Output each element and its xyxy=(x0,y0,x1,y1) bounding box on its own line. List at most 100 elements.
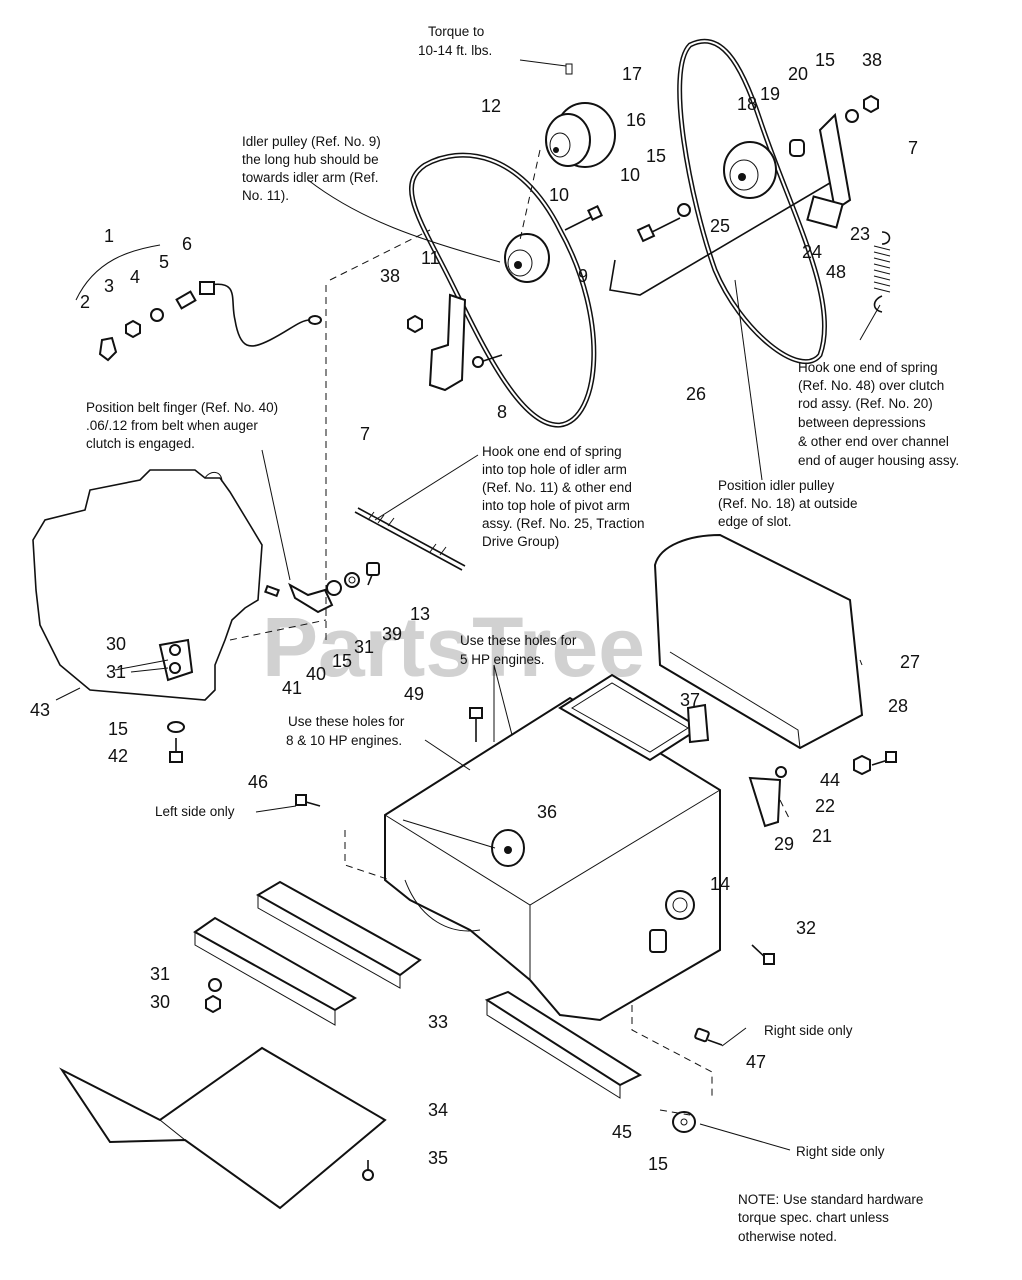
callout-3: 3 xyxy=(104,276,114,296)
note-position-idler-18: Position idler pulley (Ref. No. 18) at o… xyxy=(718,478,858,529)
bracket-23 xyxy=(806,195,844,229)
callout-18: 18 xyxy=(737,94,757,114)
callout-45: 45 xyxy=(612,1122,632,1142)
callout-41: 41 xyxy=(282,678,302,698)
callout-7-left: 7 xyxy=(360,424,370,444)
callout-13: 13 xyxy=(410,604,430,624)
svg-text:10-14 ft. lbs.: 10-14 ft. lbs. xyxy=(418,43,492,58)
callout-29: 29 xyxy=(774,834,794,854)
idler-arm-11 xyxy=(428,293,467,392)
callout-35: 35 xyxy=(428,1148,448,1168)
callout-15-top-left: 15 xyxy=(646,146,666,166)
leader-lines xyxy=(55,59,881,1151)
note-belt-finger: Position belt finger (Ref. No. 40) .06/.… xyxy=(86,400,278,451)
bolt-22 xyxy=(775,766,787,778)
svg-text:(Ref. No. 18) at outside: (Ref. No. 18) at outside xyxy=(718,496,858,511)
nut-31-bottom xyxy=(208,978,222,992)
bolt-35 xyxy=(362,1160,374,1181)
svg-text:NOTE: Use standard hardware: NOTE: Use standard hardware xyxy=(738,1192,923,1207)
callout-31-engine: 31 xyxy=(106,662,126,682)
callout-27: 27 xyxy=(900,652,920,672)
svg-text:Drive Group): Drive Group) xyxy=(482,534,559,549)
callout-43: 43 xyxy=(30,700,50,720)
note-torque: Torque to 10-14 ft. lbs. xyxy=(418,24,492,58)
callout-30-engine: 30 xyxy=(106,634,126,654)
auger-housing-29 xyxy=(384,673,721,1022)
idler-pulley-18 xyxy=(723,141,777,199)
callout-2: 2 xyxy=(80,292,90,312)
note-right-side-only-47: Right side only xyxy=(764,1023,853,1038)
callout-22: 22 xyxy=(815,796,835,816)
washer-15-bottom xyxy=(672,1111,696,1133)
svg-text:Hook one end of spring: Hook one end of spring xyxy=(482,444,622,459)
svg-text:Use these holes for: Use these holes for xyxy=(288,714,405,729)
idler-pulley-9 xyxy=(504,233,550,283)
pin-41 xyxy=(264,584,280,598)
bolt-28 xyxy=(871,751,897,766)
callout-47: 47 xyxy=(746,1052,766,1072)
plate-21 xyxy=(748,776,782,828)
note-torque-spec: NOTE: Use standard hardware torque spec.… xyxy=(738,1192,923,1244)
callout-10-left: 10 xyxy=(549,185,569,205)
bolt-39 xyxy=(366,562,380,586)
callout-16: 16 xyxy=(626,110,646,130)
strap-45 xyxy=(484,990,643,1099)
callout-31-mid: 31 xyxy=(354,637,374,657)
spring-48 xyxy=(873,231,891,313)
bolt-49 xyxy=(469,707,483,742)
callout-4: 4 xyxy=(130,267,140,287)
clutch-rod-assy-20 xyxy=(609,112,852,296)
callout-15-engine: 15 xyxy=(108,719,128,739)
callout-8: 8 xyxy=(497,402,507,422)
callout-15-bottom: 15 xyxy=(648,1154,668,1174)
belt-cover-27 xyxy=(653,533,864,750)
pin-17 xyxy=(565,63,573,75)
callout-48: 48 xyxy=(826,262,846,282)
svg-text:(Ref. No. 11) & other end: (Ref. No. 11) & other end xyxy=(482,480,632,495)
svg-text:Use these holes for: Use these holes for xyxy=(460,633,577,648)
svg-text:towards idler arm (Ref.: towards idler arm (Ref. xyxy=(242,170,379,185)
callout-42: 42 xyxy=(108,746,128,766)
note-holes-8-10hp: Use these holes for 8 & 10 HP engines. xyxy=(286,714,405,748)
callout-numbers: 1 2 3 4 5 6 7 7 8 9 10 10 11 12 13 14 15… xyxy=(30,50,920,1174)
engine-43 xyxy=(32,469,263,701)
callout-15-mid: 15 xyxy=(332,651,352,671)
callout-6: 6 xyxy=(182,234,192,254)
callout-39: 39 xyxy=(382,624,402,644)
callout-7-right: 7 xyxy=(908,138,918,158)
bolt-10-right xyxy=(636,217,681,243)
callout-14: 14 xyxy=(710,874,730,894)
nut-30-bottom xyxy=(205,994,221,1014)
spring-13 xyxy=(354,507,466,571)
svg-text:into top hole of idler arm: into top hole of idler arm xyxy=(482,462,627,477)
callout-32: 32 xyxy=(796,918,816,938)
bracket-37 xyxy=(686,703,710,744)
note-left-side-only: Left side only xyxy=(155,804,235,819)
svg-text:the long hub should be: the long hub should be xyxy=(242,152,379,167)
callout-46: 46 xyxy=(248,772,268,792)
callout-44: 44 xyxy=(820,770,840,790)
skid-plate-34 xyxy=(59,1046,387,1210)
spacer-19 xyxy=(789,139,805,157)
callout-26: 26 xyxy=(686,384,706,404)
callout-31-rails: 31 xyxy=(150,964,170,984)
svg-text:Position belt finger (Ref. No.: Position belt finger (Ref. No. 40) xyxy=(86,400,278,415)
callout-36: 36 xyxy=(537,802,557,822)
callout-34: 34 xyxy=(428,1100,448,1120)
callout-38-left: 38 xyxy=(380,266,400,286)
callout-30-rails: 30 xyxy=(150,992,170,1012)
callout-5: 5 xyxy=(159,252,169,272)
svg-text:8 & 10 HP engines.: 8 & 10 HP engines. xyxy=(286,733,402,748)
washer-15-mid xyxy=(326,580,342,596)
callout-17: 17 xyxy=(622,64,642,84)
assembly-lines xyxy=(229,149,791,1116)
callout-40: 40 xyxy=(306,664,326,684)
svg-text:torque spec. chart unless: torque spec. chart unless xyxy=(738,1210,889,1225)
bolt-10-left xyxy=(564,205,603,231)
wire-harness-1 xyxy=(75,244,322,362)
svg-text:edge of slot.: edge of slot. xyxy=(718,514,792,529)
pulley-16 xyxy=(545,102,616,168)
washer-15-engine xyxy=(167,721,185,733)
svg-text:rod assy. (Ref. No. 20): rod assy. (Ref. No. 20) xyxy=(798,396,933,411)
